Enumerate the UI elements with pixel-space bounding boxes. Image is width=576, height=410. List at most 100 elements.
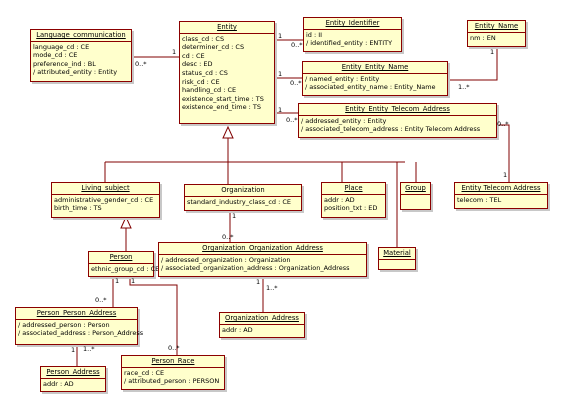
mult-telecom-many: 0..* [497, 120, 509, 128]
mult-language-one: 1 [172, 48, 177, 56]
attr: / attributed_person : PERSON [124, 377, 220, 386]
class-org-org-address[interactable]: Organization_Organization_Address / addr… [158, 242, 367, 277]
class-organization-address[interactable]: Organization_Address addr : AD [219, 312, 305, 338]
class-entity-name[interactable]: Entity_Name nm : EN [467, 20, 526, 47]
gen-arrowhead-entity [222, 125, 234, 139]
class-title: Group [405, 184, 426, 192]
class-language-communication[interactable]: Language_communication language_cd : CE … [30, 29, 132, 82]
class-title: Entity [217, 23, 237, 31]
class-title: Place [344, 184, 363, 192]
attr: race_cd : CE [124, 368, 165, 377]
attr: / associated_address : Person_Address [18, 329, 144, 338]
mult-orgorg-many: 0..* [222, 233, 234, 241]
class-attributes: class_cd : CS determiner_cd : CS cd : CE… [180, 32, 274, 113]
class-person[interactable]: Person ethnic_group_cd : CE [88, 251, 160, 277]
attr: ethnic_group_cd : CE [91, 264, 160, 273]
class-entity-telecom-address[interactable]: Entity Telecom Address telecom : TEL [454, 182, 548, 209]
mult-ppaddr-one: 1 [71, 346, 76, 354]
attr: / associated_entity_name : Entity_Name [305, 83, 436, 92]
mult-telecomassoc-many: 0..* [286, 116, 298, 124]
class-attributes: / named_entity : Entity / associated_ent… [303, 72, 447, 93]
attr: / addressed_person : Person [18, 320, 110, 329]
attr: determiner_cd : CS [182, 43, 245, 52]
mult-telecomassoc-one: 1 [278, 106, 283, 114]
attr: standard_industry_class_cd : CE [187, 197, 292, 206]
mult-paddr-one-to-many: 1..* [83, 345, 95, 353]
mult-telecom-one: 1 [503, 171, 508, 179]
class-attributes: addr : AD [220, 323, 304, 336]
attr: position_txt : ED [324, 204, 378, 213]
class-attributes: administrative_gender_cd : CE birth_time… [52, 193, 159, 214]
assoc-telecomassoc-telecom [497, 124, 510, 182]
mult-org-one: 1 [232, 212, 237, 220]
class-place[interactable]: Place addr : AD position_txt : ED [321, 182, 386, 218]
class-attributes: ethnic_group_cd : CE [89, 262, 160, 275]
class-attributes: telecom : TEL [455, 193, 547, 206]
class-attributes: standard_industry_class_cd : CE [185, 195, 301, 208]
attr: id : II [306, 30, 323, 39]
attr: nm : EN [470, 33, 496, 42]
attr: telecom : TEL [457, 195, 502, 204]
attr: addr : AD [222, 325, 253, 334]
class-person-person-address[interactable]: Person_Person_Address / addressed_person… [15, 307, 144, 345]
attr: / addressed_entity : Entity [301, 116, 387, 125]
mult-person-one-b: 1 [131, 277, 136, 285]
attr: existence_end_time : TS [182, 103, 262, 112]
class-living-subject[interactable]: Living_subject administrative_gender_cd … [51, 182, 160, 218]
class-person-address[interactable]: Person_Address addr : AD [40, 366, 106, 392]
mult-name-one-to-many: 1..* [458, 83, 470, 91]
attr: class_cd : CS [182, 34, 225, 43]
class-attributes: id : II / identified_entity : ENTITY [304, 28, 401, 49]
class-organization[interactable]: Organization standard_industry_class_cd … [184, 184, 302, 211]
class-title: Entity_Entity_Telecom_Address [345, 105, 450, 113]
class-attributes: / addressed_entity : Entity / associated… [299, 114, 496, 135]
attr: desc : ED [182, 60, 213, 69]
class-empty-compartment [401, 193, 430, 201]
class-entity-identifier[interactable]: Entity_Identifier id : II / identified_e… [303, 17, 402, 52]
attr: status_cd : CS [182, 68, 228, 77]
attr: / identified_entity : ENTITY [306, 39, 393, 48]
attr: preference_ind : BL [33, 59, 96, 68]
attr: risk_cd : CE [182, 77, 220, 86]
class-title: Entity_Name [474, 22, 519, 30]
attr: existence_start_time : TS [182, 94, 264, 103]
class-attributes: addr : AD position_txt : ED [322, 193, 385, 214]
mult-language-many: 0..* [135, 60, 147, 68]
class-attributes: addr : AD [41, 377, 105, 390]
class-title: Entity Telecom Address [461, 184, 541, 192]
class-title: Organization_Address [225, 314, 299, 322]
class-title: Entity_Entity_Name [341, 63, 409, 71]
class-title: Organization [221, 186, 265, 194]
class-title: Living_subject [81, 184, 130, 192]
class-attributes: / addressed_person : Person / associated… [16, 318, 144, 339]
class-entity-entity-telecom-address[interactable]: Entity_Entity_Telecom_Address / addresse… [298, 103, 497, 138]
mult-entityname-one: 1 [278, 70, 283, 78]
assoc-name-entityname [447, 48, 498, 81]
class-entity[interactable]: Entity class_cd : CS determiner_cd : CS … [179, 21, 275, 124]
class-material[interactable]: Material [378, 247, 416, 270]
mult-orgaddr-one-to-many: 1..* [266, 284, 278, 292]
class-title: Person_Race [151, 357, 195, 365]
class-person-race[interactable]: Person_Race race_cd : CE / attributed_pe… [121, 355, 225, 390]
attr: / attributed_entity : Entity [33, 68, 118, 77]
attr: cd : CE [182, 51, 205, 60]
class-title: Language_communication [36, 31, 126, 39]
class-group[interactable]: Group [400, 182, 431, 210]
attr: addr : AD [43, 379, 74, 388]
mult-person-one-a: 1 [115, 277, 120, 285]
attr: / addressed_organization : Organization [161, 255, 291, 264]
class-entity-entity-name[interactable]: Entity_Entity_Name / named_entity : Enti… [302, 61, 448, 96]
attr: / associated_telecom_address : Entity Te… [301, 125, 481, 134]
class-title: Material [383, 249, 411, 257]
mult-identifier-one: 1 [278, 32, 283, 40]
gen-arrowhead-living [120, 215, 132, 229]
mult-entityname-many: 0..* [290, 79, 302, 87]
class-attributes: language_cd : CE mode_cd : CE preference… [31, 40, 131, 78]
class-title: Person_Address [46, 368, 100, 376]
assoc-person-race [129, 277, 178, 355]
class-attributes: / addressed_organization : Organization … [159, 253, 366, 274]
mult-identifier-many: 0..* [291, 41, 303, 49]
attr: addr : AD [324, 195, 355, 204]
attr: handling_cd : CE [182, 86, 237, 95]
